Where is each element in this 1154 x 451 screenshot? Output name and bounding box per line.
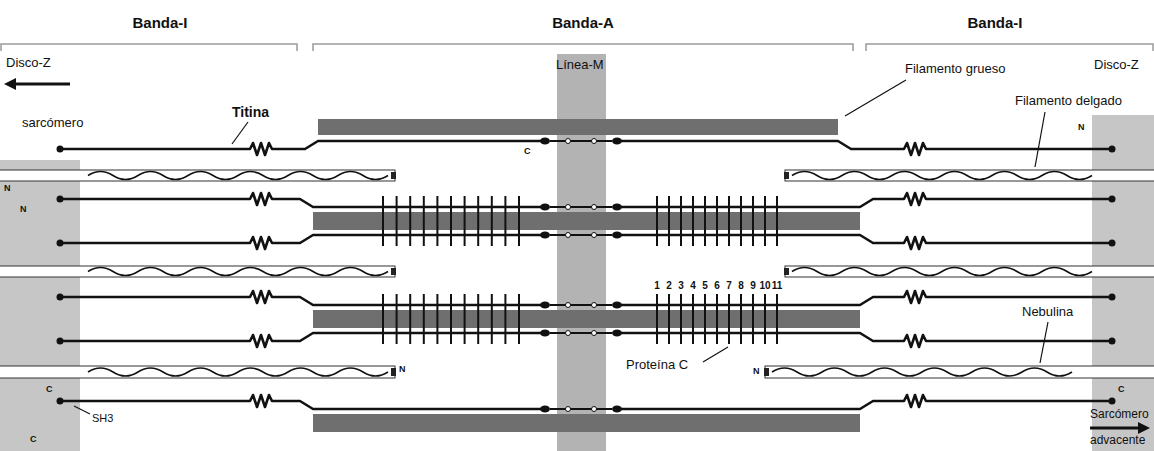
direction-arrow [4,78,1150,434]
structure-label: Disco-Z [1094,58,1139,73]
terminus-mark: N [753,366,760,376]
titin-end [57,138,1116,413]
structure-label: Línea-M [556,58,604,73]
callout-number: 5 [702,280,708,292]
callout-number: 7 [726,280,732,292]
structure-label: sarcómero [22,116,83,131]
callout-number: 1 [654,280,660,292]
callout-number: 2 [666,280,672,292]
callout-number: 8 [738,280,744,292]
structure-label: Sarcómero [1090,408,1149,422]
terminus-mark: C [46,384,53,394]
protein-label: Proteína C [626,358,688,373]
band-bracket [1,44,1153,51]
terminus-mark: N [20,204,27,214]
band-label: Banda-I [967,14,1022,31]
domain-label: SH3 [92,412,113,425]
callout-number: 10 [759,280,770,292]
m-line-bridge [550,139,612,412]
terminus-mark: C [1118,384,1125,394]
structure-label: Disco-Z [6,56,51,71]
terminus-mark: C [30,434,37,444]
terminus-mark: N [4,183,11,193]
leader-line [74,80,1048,414]
callout-number: 3 [678,280,684,292]
terminus-mark: N [399,364,406,374]
terminus-mark: C [524,146,531,156]
protein-c-stripes [383,196,777,344]
callout-number: 11 [772,280,783,292]
m-line [557,54,606,451]
z-disc [0,160,80,451]
band-label: Banda-I [132,14,187,31]
terminus-mark: N [1078,122,1085,132]
structure-label: Filamento delgado [1015,94,1122,109]
nebulin-strand [88,172,1092,377]
structure-label: Filamento grueso [905,62,1005,77]
callout-number: 9 [750,280,756,292]
band-label: Banda-A [552,14,614,31]
protein-label: Nebulina [1022,305,1073,320]
structure-label: advacente [1090,434,1145,448]
thin-filament [0,170,1154,378]
titin-strand [60,141,1112,409]
callout-number: 6 [714,280,720,292]
protein-label: Titina [232,104,269,120]
callout-number: 4 [690,280,696,292]
